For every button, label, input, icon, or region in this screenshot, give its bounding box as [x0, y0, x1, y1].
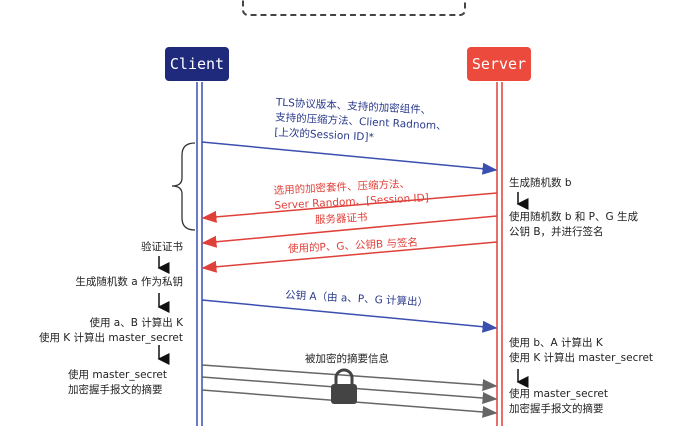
- server-box: Server: [467, 47, 531, 81]
- flow-arrows: [157, 192, 529, 388]
- client-step: 使用 K 计算出 master_secret: [38, 332, 183, 344]
- arrow-key-exchange: [201, 241, 498, 273]
- server-step: 使用 master_secret: [509, 388, 608, 400]
- server-step: 使用随机数 b 和 P、G 生成: [509, 211, 638, 223]
- client-step: 使用 master_secret: [68, 369, 167, 381]
- server-lifeline: [496, 82, 503, 426]
- server-step: 加密握手报文的摘要: [509, 403, 604, 415]
- client-lifeline: [196, 82, 203, 426]
- message-encrypted: 被加密的摘要信息: [305, 353, 389, 365]
- client-step: 使用 a、B 计算出 K: [89, 317, 183, 329]
- arrow-client-key: [201, 299, 498, 333]
- message-client-hello: TLS协议版本、支持的加密组件、 支持的压缩方法、Client Radnom、 …: [274, 96, 448, 150]
- server-step: 公钥 B，并进行签名: [509, 226, 604, 238]
- client-box: Client: [165, 47, 229, 81]
- client-step: 加密握手报文的摘要: [68, 384, 163, 396]
- arrow-client-hello: [201, 141, 498, 175]
- server-step: 生成随机数 b: [509, 177, 572, 189]
- server-step: 使用 K 计算出 master_secret: [509, 352, 654, 364]
- arrow-server-hello: [201, 192, 498, 223]
- arrow-encrypted-1: [201, 364, 498, 392]
- diagram-title: TLS 1.2 handshake with False Start: [242, 0, 466, 16]
- client-step: 验证证书: [141, 241, 183, 253]
- lock-icon: [331, 368, 357, 404]
- brace: [171, 142, 196, 231]
- server-step: 使用 b、A 计算出 K: [509, 337, 603, 349]
- client-step: 生成随机数 a 作为私钥: [75, 276, 183, 288]
- arrow-certificate: [201, 215, 498, 248]
- message-certificate: 服务器证书: [314, 211, 368, 227]
